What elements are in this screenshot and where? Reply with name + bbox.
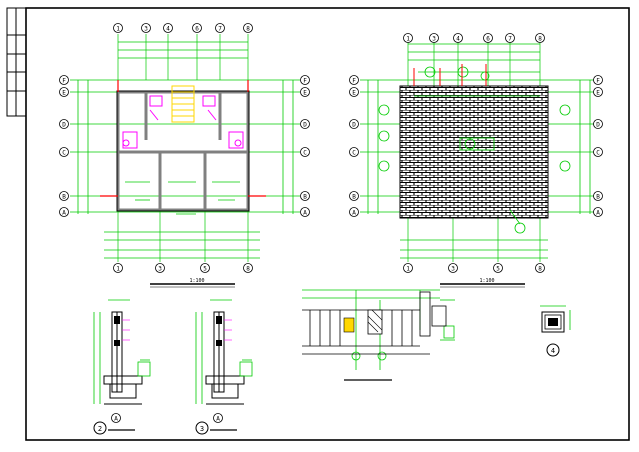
left-top-axis-6: 8	[246, 26, 250, 33]
right-plan-right-row-e: E	[596, 90, 600, 97]
right-row-axis-e: E	[352, 90, 356, 97]
left-row-axis-a: A	[62, 210, 66, 217]
detail-marker-2: 2	[98, 425, 102, 433]
left-row-axis-d: D	[62, 122, 66, 129]
left-top-axis-3: 4	[166, 26, 170, 33]
left-plan-right-row-a: A	[303, 210, 307, 217]
right-bottom-axis-2: 3	[451, 266, 455, 273]
right-row-axis-f: F	[352, 78, 356, 85]
left-plan-scale: 1:100	[189, 278, 204, 284]
right-row-axis-b: B	[352, 194, 356, 201]
right-bottom-axis-3: 5	[496, 266, 500, 273]
left-plan-right-row-b: B	[303, 194, 307, 201]
left-plan-right-row-f: F	[303, 78, 307, 85]
right-plan-right-row-b: B	[596, 194, 600, 201]
detail-marker-3: 3	[200, 425, 204, 433]
eave-detail	[302, 289, 455, 381]
right-top-axis-2: 3	[432, 36, 436, 43]
left-floor-plan: 1 3 4 6 7 8 1 3 5 8 F E D	[59, 23, 310, 288]
title-strip	[6, 7, 27, 117]
right-top-axis-6: 8	[538, 36, 542, 43]
left-row-axis-f: F	[62, 78, 66, 85]
left-top-axis-1: 1	[116, 26, 120, 33]
left-top-axis-4: 6	[195, 26, 199, 33]
right-bottom-axis-4: 8	[538, 266, 542, 273]
right-plan-right-row-f: F	[596, 78, 600, 85]
left-row-axis-e: E	[62, 90, 66, 97]
left-plan-top-axes: 1 3 4 6 7 8	[113, 23, 253, 33]
right-top-axis-4: 6	[486, 36, 490, 43]
right-top-axis-1: 1	[406, 36, 410, 43]
right-plan-row-axes-left: F E D C B A	[349, 75, 359, 217]
left-plan-bottom-axes: 1 3 5 8	[113, 263, 253, 273]
wall-section-1: 2 A	[93, 299, 151, 435]
right-top-axis-5: 7	[508, 36, 512, 43]
column-detail: 4	[540, 305, 571, 357]
section-2-axis: A	[216, 416, 220, 423]
right-plan-bottom-axes: 1 3 5 8	[403, 263, 545, 273]
sheet-border	[25, 7, 630, 441]
right-plan-right-row-a: A	[596, 210, 600, 217]
left-top-axis-5: 7	[218, 26, 222, 33]
right-plan-top-axes: 1 3 4 6 7 8	[403, 33, 545, 43]
right-top-axis-3: 4	[456, 36, 460, 43]
right-plan-right-row-c: C	[596, 150, 600, 157]
left-bottom-axis-1: 1	[116, 266, 120, 273]
left-bottom-axis-4: 8	[246, 266, 250, 273]
right-row-axis-d: D	[352, 122, 356, 129]
right-plan-right-row-d: D	[596, 122, 600, 129]
right-bottom-axis-1: 1	[406, 266, 410, 273]
section-1-axis: A	[114, 416, 118, 423]
right-plan-row-axes-right: F E D C B A	[593, 75, 603, 217]
left-plan-right-row-d: D	[303, 122, 307, 129]
roof-tiles	[399, 85, 549, 219]
wall-section-2: 3 A	[195, 299, 253, 435]
left-top-axis-2: 3	[144, 26, 148, 33]
left-bottom-axis-3: 5	[203, 266, 207, 273]
left-plan-row-axes-left: F E D C B A	[59, 75, 69, 217]
left-row-axis-b: B	[62, 194, 66, 201]
left-plan-row-axes-right: F E D C B A	[300, 75, 310, 217]
left-plan-right-row-e: E	[303, 90, 307, 97]
left-plan-right-row-c: C	[303, 150, 307, 157]
right-roof-plan: 1 3 4 6 7 8 1 3 5 8 F E D C	[349, 33, 603, 288]
left-bottom-axis-2: 3	[158, 266, 162, 273]
right-plan-scale: 1:100	[479, 278, 494, 284]
right-row-axis-a: A	[352, 210, 356, 217]
detail-marker-4: 4	[551, 347, 555, 355]
left-row-axis-c: C	[62, 150, 66, 157]
right-row-axis-c: C	[352, 150, 356, 157]
